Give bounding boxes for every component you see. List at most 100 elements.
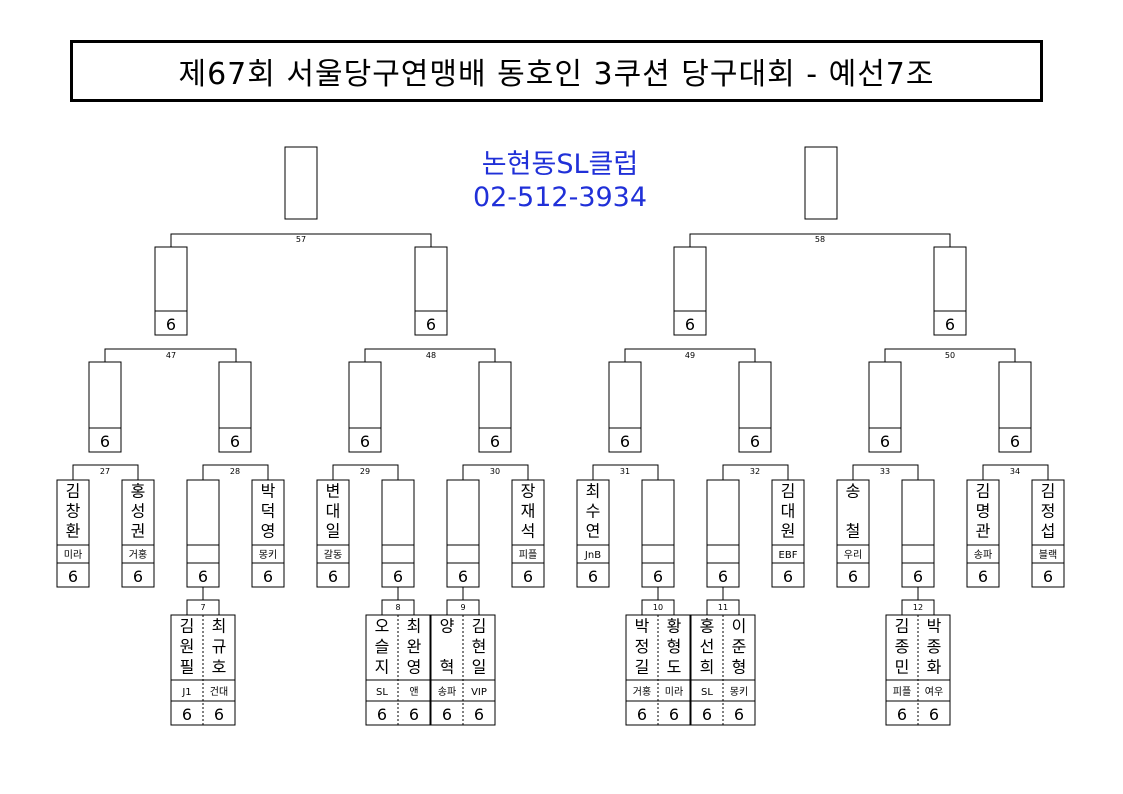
connector-11 [706,587,740,615]
score-mark-l2-3: 6 [945,315,955,334]
match-number-50: 50 [945,351,955,360]
score-mark-l3-6: 6 [880,432,890,451]
tournament-title-text: 제67회 서울당구연맹배 동호인 3쿠션 당구대회 - 예선7조 [178,57,935,92]
match-number-12: 12 [913,603,923,612]
match-number-7: 7 [200,603,205,612]
tournament-title: 제67회 서울당구연맹배 동호인 3쿠션 당구대회 - 예선7조 [70,40,1043,102]
final-slot-left [284,146,318,220]
bracket-lines [56,146,1065,726]
slot-50-winner [933,246,967,336]
round1-player-club-1: 건대 [210,686,228,698]
match-number-8: 8 [395,603,400,612]
seed-score-mark-5: 6 [588,567,598,586]
match-number-48: 48 [426,351,436,360]
match-number-27: 27 [100,467,110,476]
connector-33 [852,464,919,480]
seed-player-name-7: 송 철 [846,481,861,540]
round1-score-mark-2: 6 [377,705,387,724]
round1-player-club-2: SL [376,687,388,698]
pending-slots [186,479,935,588]
connector-48 [364,348,496,362]
match-number-32: 32 [750,467,760,476]
seed-score-mark-1: 6 [133,567,143,586]
seed-boxes [56,479,1065,588]
match-number-29: 29 [360,467,370,476]
round1-player-club-0: J1 [181,687,191,698]
round1-score-mark-1: 6 [214,705,224,724]
round1-player-club-11: 여우 [925,686,943,698]
round1-player-club-6: 거홍 [633,685,651,698]
connector-28 [202,464,269,480]
connector-30 [462,464,529,480]
seed-player-club-3: 갈동 [324,548,342,561]
round1-score-mark-10: 6 [897,705,907,724]
seed-player-club-0: 미라 [64,549,82,561]
score-mark-l3-5: 6 [750,432,760,451]
round1-score-mark-4: 6 [442,705,452,724]
round1-score-mark-3: 6 [409,705,419,724]
score-mark-l2-1: 6 [426,315,436,334]
seed-player-club-2: 몽키 [259,549,277,561]
club-info: 논현동SL클럽 02-512-3934 [440,148,680,214]
seed-player-club-7: 우리 [844,549,862,561]
seed-score-mark-2: 6 [263,567,273,586]
match-numbers: 57 58 47 48 49 50 27 28 29 30 31 32 33 3… [100,235,1020,612]
connector-12 [901,587,935,615]
seed-score-mark-6: 6 [783,567,793,586]
seed-score-mark-9: 6 [1043,567,1053,586]
round1-player-name-4: 양 혁 [440,617,455,677]
final-slot-right [804,146,838,220]
match-number-28: 28 [230,467,240,476]
slot-48-winner [414,246,448,336]
connector-10 [641,587,675,615]
seed-player-club-8: 송파 [974,549,992,561]
seed-player-club-6: EBF [779,550,798,561]
match-number-49: 49 [685,351,695,360]
seed-score-mark-8: 6 [978,567,988,586]
connector-29 [332,464,399,480]
score-mark-l3-3: 6 [490,432,500,451]
score-mark-l3-4: 6 [620,432,630,451]
round1-score-mark-9: 6 [734,705,744,724]
connector-57 [170,233,432,247]
seed-player-club-9: 블랙 [1039,549,1057,561]
score-mark-l3-7: 6 [1010,432,1020,451]
connector-27 [72,464,139,480]
match-number-34: 34 [1010,467,1020,476]
pending-score-mark-5: 6 [913,567,923,586]
connector-8 [381,587,415,615]
score-mark-l3-2: 6 [360,432,370,451]
connector-49 [624,348,756,362]
round1-player-club-4: 송파 [438,686,456,698]
pending-score-mark-2: 6 [458,567,468,586]
pending-score-mark-0: 6 [198,567,208,586]
match-number-10: 10 [653,603,663,612]
match-number-57: 57 [296,235,306,244]
seed-score-mark-4: 6 [523,567,533,586]
connector-7 [186,587,220,615]
club-name: 논현동SL클럽 [481,149,639,180]
score-mark-l3-1: 6 [230,432,240,451]
round1-boxes [170,614,951,726]
match-number-47: 47 [166,351,176,360]
match-number-33: 33 [880,467,890,476]
connector-58 [689,233,951,247]
slot-49-winner [673,246,707,336]
match-number-58: 58 [815,235,825,244]
